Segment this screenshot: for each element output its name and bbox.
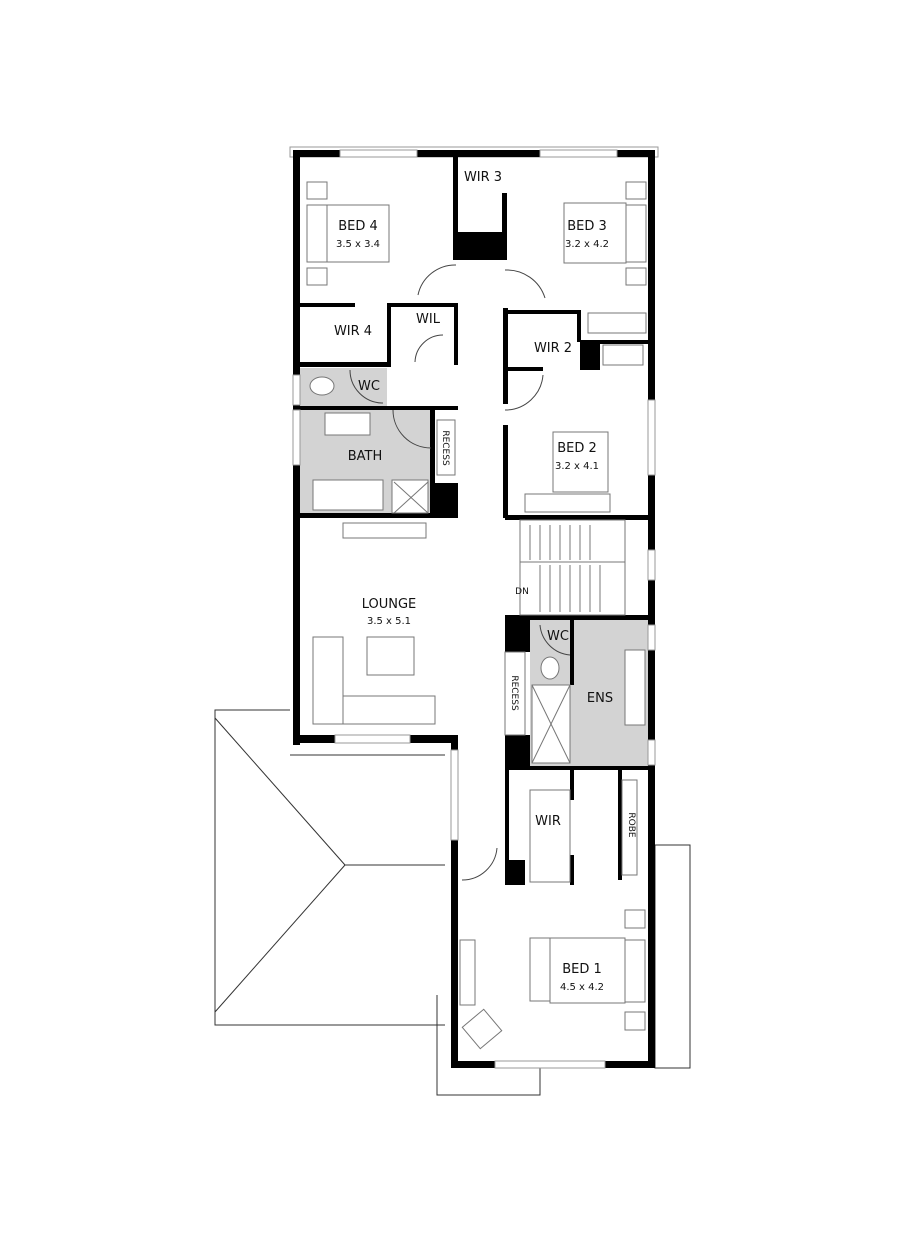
bed4-label: BED 4 — [338, 219, 378, 234]
lounge-label: LOUNGE — [362, 597, 417, 612]
fixtures — [306, 181, 647, 1050]
bath-label: BATH — [348, 449, 383, 464]
windows — [292, 149, 656, 1069]
robe-label: ROBE — [626, 812, 636, 838]
bed3-size: 3.2 x 4.2 — [565, 239, 609, 250]
wir3-label: WIR 3 — [464, 170, 502, 185]
wc-ens-label: WC — [547, 629, 569, 644]
wil-label: WIL — [416, 312, 441, 327]
bed4-size: 3.5 x 3.4 — [336, 239, 380, 250]
bed2-label: BED 2 — [557, 441, 597, 456]
bed1-size: 4.5 x 4.2 — [560, 982, 604, 993]
bed1-label: BED 1 — [562, 962, 602, 977]
balcony-right — [654, 844, 691, 1069]
wir1-label: WIR — [535, 814, 561, 829]
recess-ens-box — [504, 651, 526, 736]
bed3-label: BED 3 — [567, 219, 607, 234]
ens-label: ENS — [587, 691, 613, 706]
roof-outline — [214, 709, 445, 1026]
wir2-label: WIR 2 — [534, 341, 572, 356]
bed2-size: 3.2 x 4.1 — [555, 461, 599, 472]
wir4-label: WIR 4 — [334, 324, 372, 339]
recess-bath-box — [436, 419, 456, 476]
recess-ens-label: RECESS — [509, 675, 519, 711]
lounge-size: 3.5 x 5.1 — [367, 616, 411, 627]
recess-bath-label: RECESS — [440, 430, 450, 466]
stairs-dn-label: DN — [515, 587, 529, 597]
stair-treads — [520, 525, 625, 612]
balcony-bottom — [436, 995, 541, 1096]
wc-main-label: WC — [358, 379, 380, 394]
doors — [349, 264, 571, 881]
